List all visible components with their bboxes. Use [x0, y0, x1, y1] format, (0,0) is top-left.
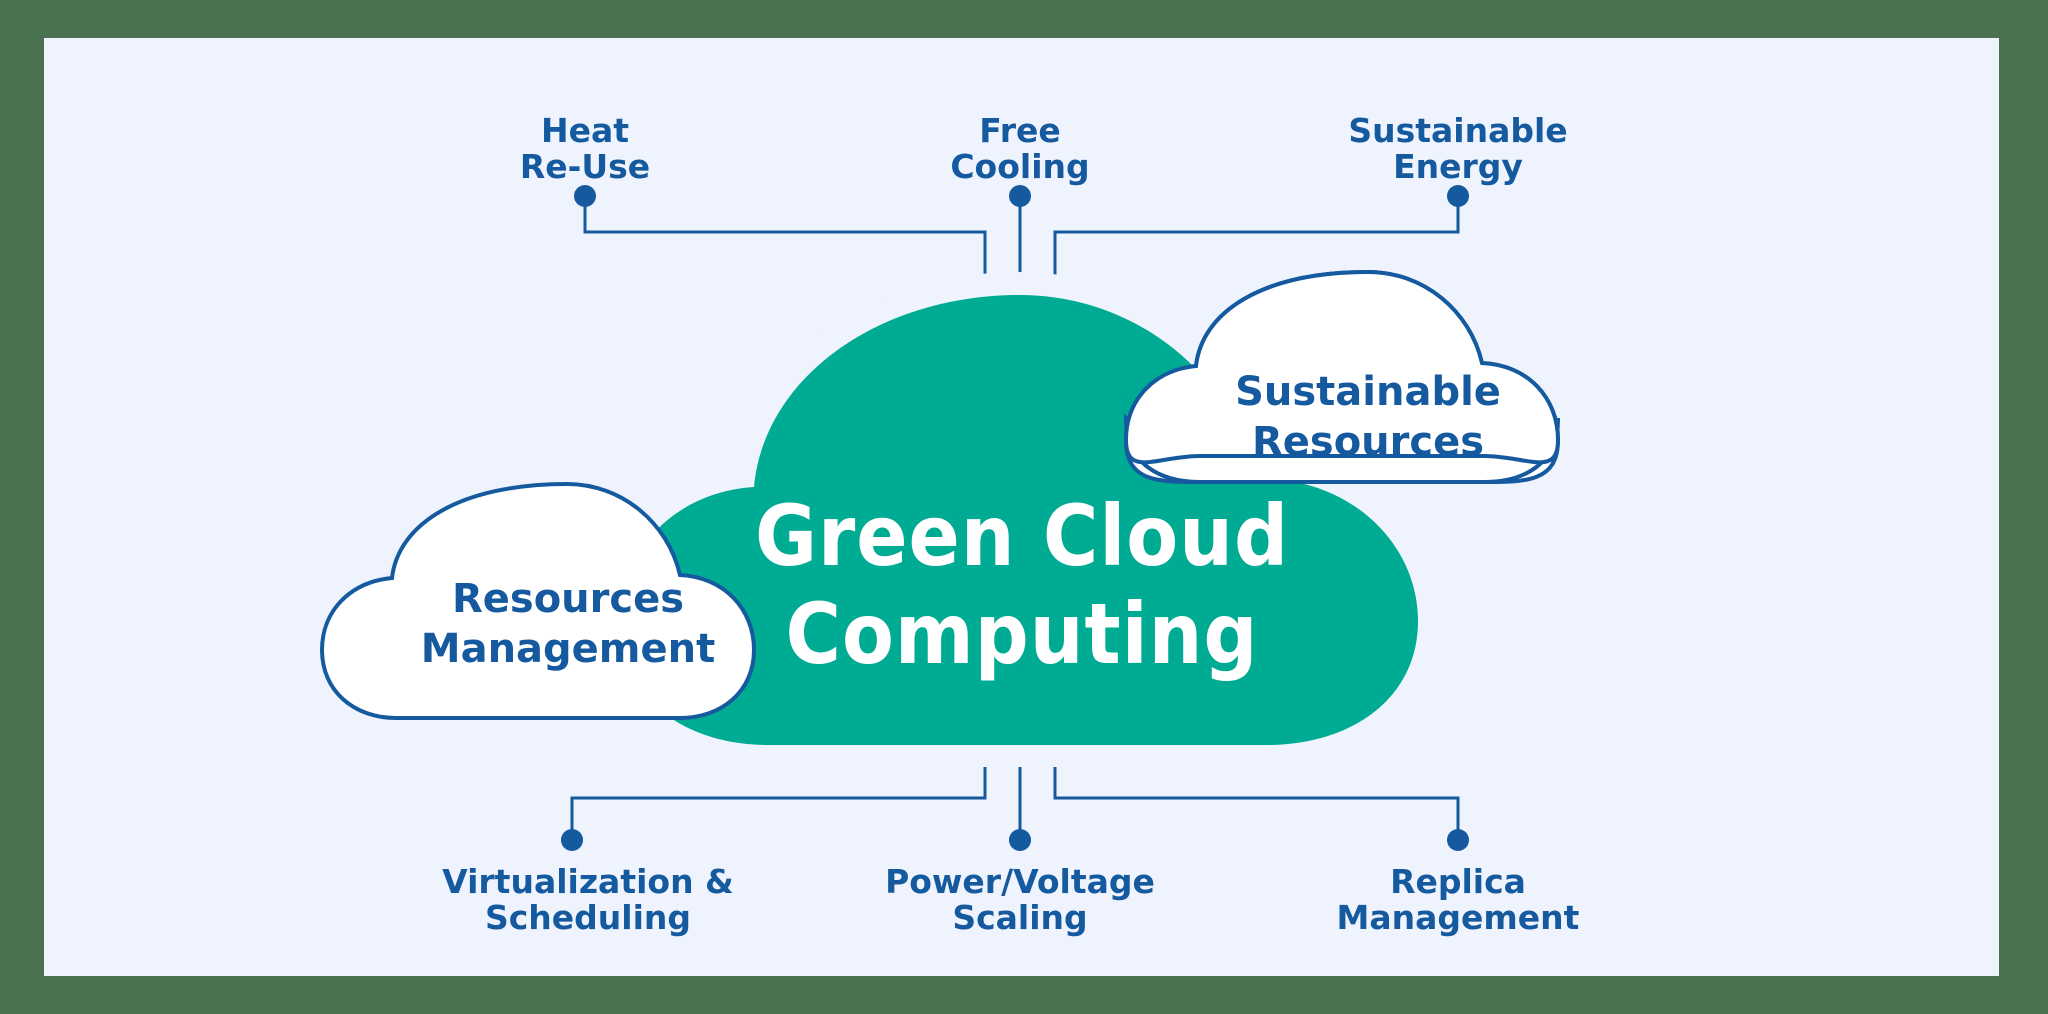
top-branch-labels: Heat Re-Use Free Cooling Sustainable Ene…: [520, 111, 1568, 186]
label-virtualization-scheduling-line1: Virtualization &: [442, 862, 734, 901]
cloud-resources-management-line2: Management: [421, 626, 715, 672]
connector-sustainable-energy: [1053, 200, 1460, 290]
label-power-voltage-scaling-line2: Scaling: [952, 898, 1087, 937]
center-title-line2: Computing: [786, 585, 1259, 683]
label-replica-management-line2: Management: [1337, 898, 1580, 937]
label-free-cooling-line1: Free: [979, 111, 1060, 150]
cloud-resources-management-line1: Resources: [452, 576, 684, 622]
dot-sustainable-energy: [1447, 185, 1469, 207]
bottom-branch-dots: [561, 829, 1469, 851]
dot-free-cooling: [1009, 185, 1031, 207]
cloud-sustainable-resources-line2: Resources: [1252, 419, 1484, 465]
cloud-sustainable-resources-line1: Sustainable: [1235, 369, 1501, 415]
label-power-voltage-scaling-line1: Power/Voltage: [885, 862, 1155, 901]
cloud-sustainable-resources[interactable]: Sustainable Resources: [1123, 269, 1561, 484]
label-free-cooling-line2: Cooling: [950, 147, 1089, 186]
top-branch-dots: [574, 185, 1469, 207]
dot-replica-management: [1447, 829, 1469, 851]
dot-power-voltage-scaling: [1009, 829, 1031, 851]
connector-heat-re-use: [583, 200, 987, 290]
dot-heat-re-use: [574, 185, 596, 207]
center-title-line1: Green Cloud: [755, 487, 1289, 585]
dot-virtualization-scheduling: [561, 829, 583, 851]
label-heat-re-use-line1: Heat: [541, 111, 629, 150]
label-sustainable-energy-line1: Sustainable: [1348, 111, 1567, 150]
cloud-resources-management[interactable]: Resources Management: [319, 481, 757, 720]
connector-replica-management: [1053, 742, 1460, 836]
connector-virtualization-scheduling: [570, 742, 987, 836]
cloud-resources-management-shape: [319, 481, 757, 720]
label-sustainable-energy-line2: Energy: [1393, 147, 1523, 186]
label-heat-re-use-line2: Re-Use: [520, 147, 650, 186]
label-replica-management-line1: Replica: [1390, 862, 1526, 901]
cloud-sustainable-resources-outline: [1123, 269, 1561, 465]
label-virtualization-scheduling-line2: Scheduling: [485, 898, 691, 937]
bottom-branch-labels: Virtualization & Scheduling Power/Voltag…: [442, 862, 1580, 937]
